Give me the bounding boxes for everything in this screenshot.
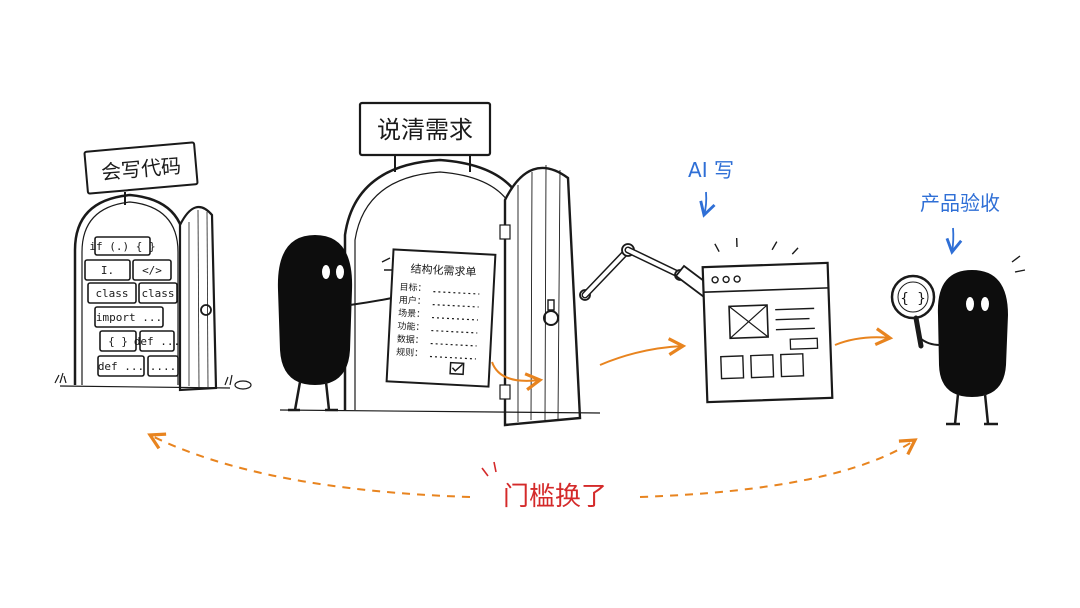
- spec-sheet: 结构化需求单 目标：用户：场景：功能：数据：规则：: [385, 248, 497, 388]
- code-brick-text: ....: [150, 360, 177, 373]
- code-brick-text: def ...: [134, 335, 180, 348]
- spec-row-label: 功能：: [397, 320, 425, 333]
- code-brick: def ...: [97, 355, 145, 377]
- old-code-door: 会写代码 if (.) { } I. </> class class import ...…: [54, 141, 252, 392]
- requirements-door: 说清需求: [279, 101, 601, 427]
- sign-requirements: 说清需求: [358, 101, 492, 172]
- person-with-spec: [277, 235, 393, 412]
- code-brick: class: [87, 282, 137, 304]
- code-brick-text: class: [95, 287, 128, 300]
- code-brick-text: { }: [108, 335, 128, 348]
- arrow-door-to-ai: [599, 337, 687, 366]
- spec-row-label: 规则：: [396, 346, 424, 359]
- arrow-spec-to-door: [491, 361, 544, 391]
- door-handle-icon: [200, 304, 212, 316]
- sign-coding: 会写代码: [83, 141, 199, 205]
- code-brick: I.: [84, 259, 131, 281]
- spec-row-label: 场景：: [398, 308, 426, 320]
- robot-arm-icon: [579, 243, 686, 301]
- center-caption: 门槛换了: [503, 482, 607, 512]
- code-bricks: if (.) { } I. </> class class import ... { } de…: [84, 236, 180, 377]
- spec-row-label: 数据：: [397, 333, 425, 346]
- svg-text:{ }: { }: [900, 291, 925, 307]
- code-brick: </>: [132, 259, 172, 281]
- spec-row-label: 目标：: [399, 281, 427, 294]
- code-brick: import ...: [94, 306, 164, 328]
- wireframe-page: [701, 238, 834, 404]
- code-brick: if (.) { }: [89, 236, 156, 256]
- spec-sheet-rows: 目标：用户：场景：功能：数据：规则：: [396, 281, 480, 360]
- label-product-acceptance-text: 产品验收: [920, 191, 1000, 215]
- code-brick-text: if (.) { }: [89, 240, 155, 253]
- code-brick-text: I.: [101, 264, 114, 277]
- arrow-ai-to-check: [834, 327, 894, 347]
- label-ai-writes: AI 写: [688, 158, 734, 218]
- spec-row-label: 用户：: [399, 294, 427, 307]
- wireframe-image-icon: [728, 304, 769, 340]
- person-with-magnifier: { }: [890, 255, 1026, 426]
- sign-requirements-text: 说清需求: [377, 116, 473, 144]
- checkbox-icon: [449, 361, 465, 376]
- label-ai-writes-text: AI 写: [688, 158, 734, 182]
- code-brick: class: [138, 282, 178, 304]
- old-door-leaf: [178, 205, 218, 392]
- new-door-leaf: [499, 164, 582, 427]
- magnifier-icon: { }: [890, 274, 936, 349]
- code-brick-text: </>: [142, 264, 162, 277]
- code-brick: { }: [99, 330, 137, 352]
- code-brick: ....: [147, 355, 179, 377]
- threshold-arc-left: [147, 432, 471, 498]
- spec-sheet-title: 结构化需求单: [410, 261, 477, 278]
- new-door-arch: [343, 158, 527, 410]
- threshold-arc-right: [639, 438, 918, 498]
- code-brick-text: import ...: [96, 311, 162, 324]
- door-ring-icon: [543, 310, 559, 326]
- label-product-acceptance: 产品验收: [920, 191, 1000, 255]
- code-brick-text: class: [141, 287, 174, 300]
- code-brick-text: def ...: [98, 360, 144, 373]
- code-brick: def ...: [134, 330, 180, 352]
